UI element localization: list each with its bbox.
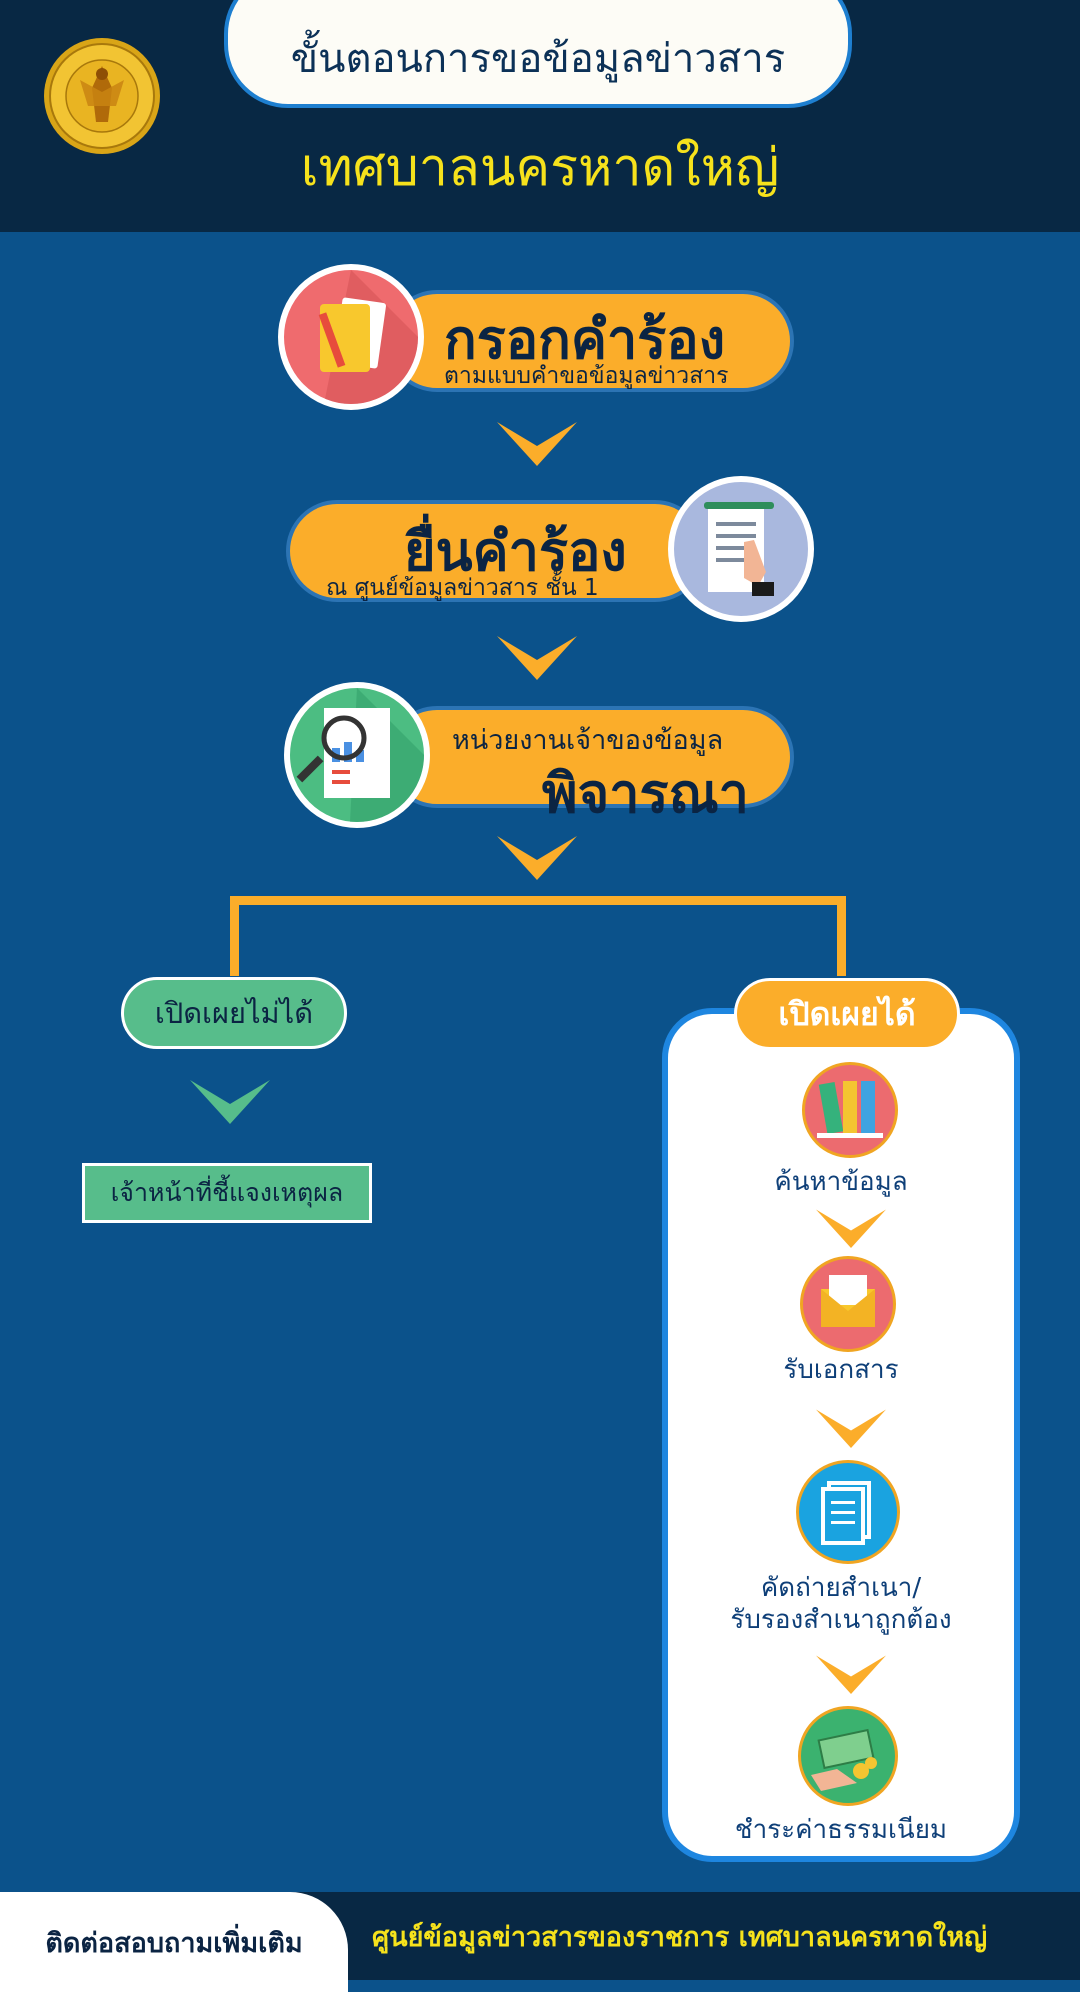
allow-step-copy-label-line2: รับรองสำเนาถูกต้อง — [730, 1605, 952, 1635]
folder-pencil-icon — [278, 264, 424, 410]
chevron-down-icon — [497, 836, 577, 880]
chevron-down-icon — [497, 422, 577, 466]
step-consideration-title: พิจารณา — [542, 762, 749, 825]
chevron-down-icon — [190, 1080, 270, 1124]
chevron-down-icon — [816, 1209, 886, 1248]
binders-icon — [802, 1062, 898, 1158]
step-submit-request-title: ยื่นคำร้อง — [404, 520, 627, 583]
page-title: ขั้นตอนการขอข้อมูลข่าวสาร — [224, 0, 852, 108]
step-submit-request-caption: ณ ศูนย์ข้อมูลข่าวสาร ชั้น 1 — [326, 575, 599, 601]
magnifier-report-icon — [284, 682, 430, 828]
footer-office-name: ศูนย์ข้อมูลข่าวสารของราชการ เทศบาลนครหาด… — [372, 1922, 988, 1953]
branch-connector — [230, 896, 846, 976]
chevron-down-icon — [497, 636, 577, 680]
step-submit-request — [286, 500, 706, 602]
step-fill-request-caption: ตามแบบคำขอข้อมูลข่าวสาร — [444, 363, 729, 389]
money-payment-icon — [798, 1706, 898, 1806]
chevron-down-icon — [816, 1655, 886, 1694]
deny-disclosure-label: เปิดเผยไม่ได้ — [121, 977, 347, 1049]
envelope-icon — [800, 1256, 896, 1352]
deny-reason-box: เจ้าหน้าที่ชี้แจงเหตุผล — [82, 1163, 372, 1223]
footer-contact-label: ติดต่อสอบถามเพิ่มเติม — [0, 1892, 348, 1992]
allow-step-search-label: ค้นหาข้อมูล — [774, 1167, 908, 1197]
allow-step-copy-label-line1: คัดถ่ายสำเนา/ — [760, 1573, 922, 1603]
allow-step-receive-label: รับเอกสาร — [783, 1355, 899, 1385]
step-consideration — [386, 706, 794, 808]
allow-step-pay-label: ชำระค่าธรรมเนียม — [734, 1815, 948, 1845]
chevron-down-icon — [816, 1409, 886, 1448]
document-hand-icon — [668, 476, 814, 622]
step-fill-request-title: กรอกคำร้อง — [444, 308, 726, 371]
municipality-seal-icon — [44, 38, 160, 154]
allow-disclosure-label: เปิดเผยได้ — [734, 978, 960, 1050]
step-consideration-caption: หน่วยงานเจ้าของข้อมูล — [452, 725, 724, 756]
copy-documents-icon — [796, 1460, 900, 1564]
step-fill-request — [386, 290, 794, 392]
page-subtitle: เทศบาลนครหาดใหญ่ — [300, 138, 780, 198]
